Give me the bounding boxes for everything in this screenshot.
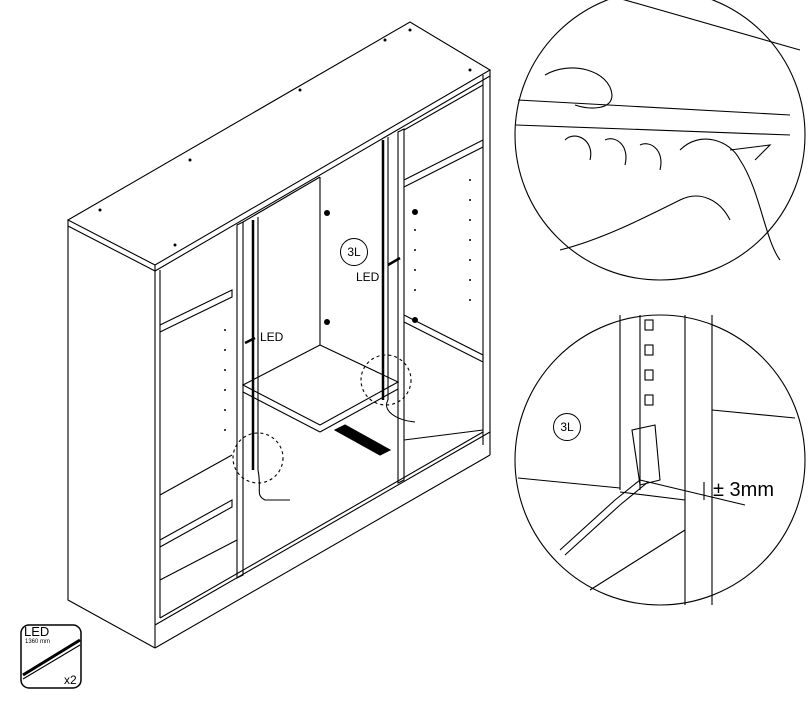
detail-bottom-led-gap	[514, 314, 806, 606]
led-label-left: LED	[260, 330, 284, 344]
parts-box-quantity: x2	[64, 673, 77, 687]
gap-measurement-label: ± 3mm	[713, 479, 774, 501]
parts-box-led	[20, 624, 82, 689]
parts-box-length: 1360 mm	[25, 639, 51, 645]
parts-box-name: LED	[24, 624, 50, 639]
wardrobe	[66, 21, 492, 649]
detail-top-peel-tape	[514, 0, 806, 281]
led-label-right: LED	[356, 270, 380, 284]
panel-tag-3l: 3L	[340, 238, 368, 266]
detail-panel-tag-3l: 3L	[553, 413, 581, 441]
